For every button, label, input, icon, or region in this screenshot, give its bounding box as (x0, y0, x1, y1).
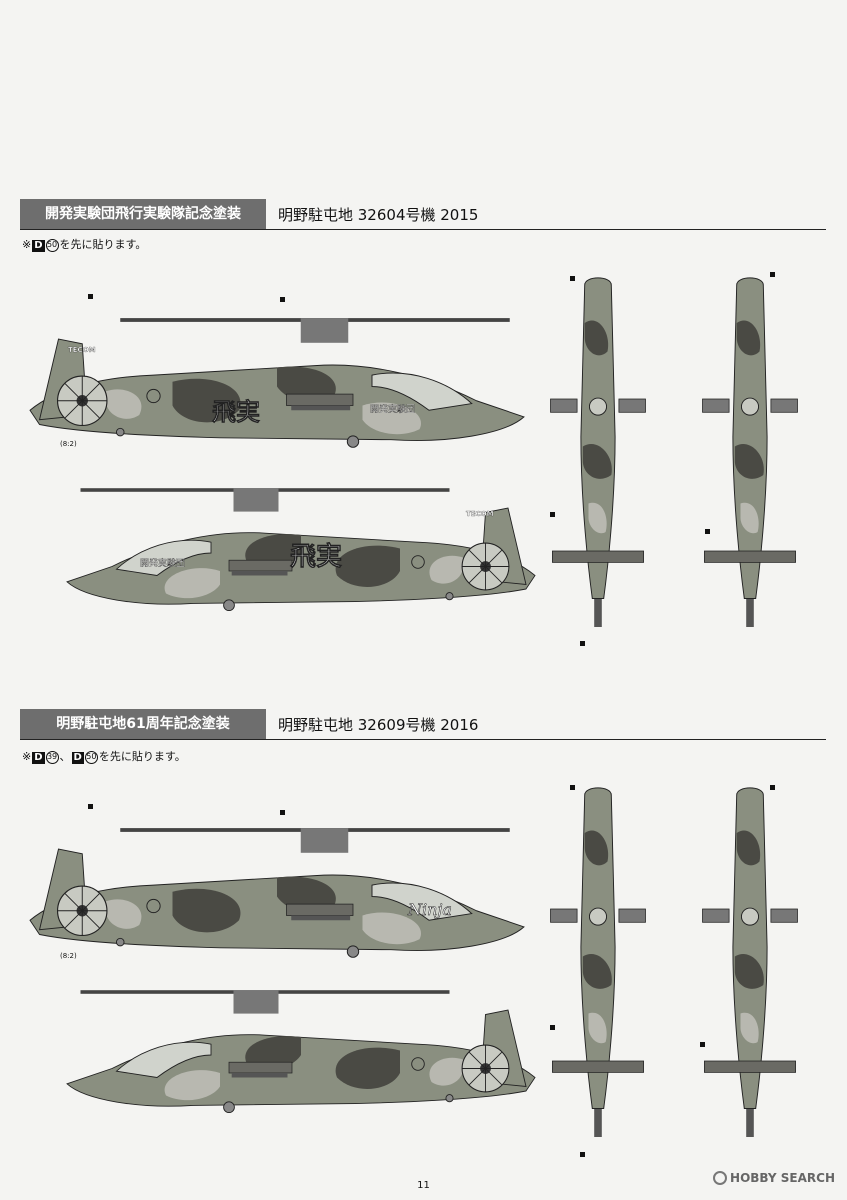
page-number: 11 (417, 1180, 430, 1191)
section-2-header: 明野駐屯地61周年記念塗装 明野駐屯地 32609号機 2016 (20, 709, 826, 740)
section-2-side-view-left (29, 827, 525, 958)
logo-icon (713, 1171, 728, 1185)
section-1-title: 開発実験団飛行実験隊記念塗装 (20, 199, 266, 229)
section-1-side-view-left (29, 317, 525, 448)
section-2-side-view-right (66, 989, 536, 1114)
section-2-subtitle: 明野駐屯地 32609号機 2016 (278, 716, 479, 734)
decal-sheet-tag: D (32, 240, 45, 252)
decal-number: 50 (84, 750, 98, 764)
section-1-subtitle: 明野駐屯地 32604号機 2015 (278, 206, 479, 224)
section-2-top-view-lower (702, 787, 798, 1138)
decal-sheet-tag: D (71, 752, 84, 764)
section-1-top-view-upper (550, 277, 646, 628)
marking-tecom-2: TECOM (466, 510, 494, 518)
marking-kaihatsu-2: 開発実験団 (140, 557, 185, 569)
marking-hijitsu-2: 飛実 (290, 541, 342, 572)
marking-hijitsu-1: 飛実 (212, 397, 260, 426)
marking-kaihatsu-1: 開発実験団 (370, 403, 415, 415)
ratio-label-2: (8:2) (60, 952, 77, 960)
section-2-top-view-upper (550, 787, 646, 1138)
decal-number: 50 (45, 238, 59, 252)
section-1-top-view-lower (702, 277, 798, 628)
callout-markers (88, 272, 775, 1157)
marking-ninja: Ninja (407, 900, 452, 919)
marking-tecom-1: TECOM (68, 346, 96, 354)
ratio-label-1: (8:2) (60, 440, 77, 448)
watermark-logo: HOBBY SEARCH (713, 1171, 835, 1185)
decal-number: 39 (45, 750, 59, 764)
section-2-title: 明野駐屯地61周年記念塗装 (20, 709, 266, 739)
section-1-header: 開発実験団飛行実験隊記念塗装 明野駐屯地 32604号機 2015 (20, 199, 826, 230)
decal-sheet-tag: D (32, 752, 45, 764)
